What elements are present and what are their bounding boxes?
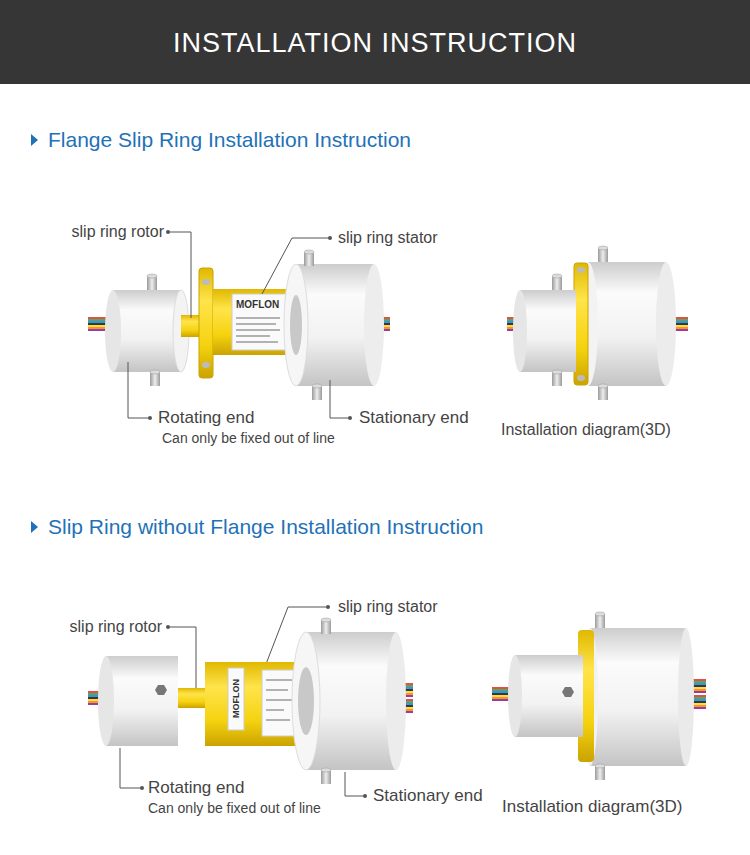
section-heading: Slip Ring without Flange Installation In…: [48, 515, 483, 539]
screw: [150, 370, 160, 386]
screw: [321, 768, 331, 784]
screw: [598, 384, 608, 400]
bore-hole: [290, 295, 302, 355]
screw: [598, 246, 608, 262]
part-name: slip ring stator: [338, 597, 438, 617]
flange-plate: [199, 268, 213, 378]
part-name: Rotating end: [148, 778, 244, 798]
note: Can only be fixed out of line: [148, 799, 321, 817]
screw: [312, 384, 322, 400]
slip-ring-body: [205, 662, 300, 746]
rotating-end-body: [520, 290, 576, 372]
cylinder-face: [292, 632, 320, 770]
flange-3d-view: [507, 246, 688, 400]
stationary-end-body: [590, 628, 686, 766]
no-flange-exploded-view: [88, 618, 413, 784]
view-caption: Installation diagram(3D): [502, 797, 682, 817]
cylinder-face: [284, 264, 308, 386]
brand-mark: MOFLON: [231, 675, 242, 723]
bore-hole: [298, 667, 314, 735]
flange-bolt: [577, 267, 585, 273]
rotating-end-body: [113, 290, 181, 372]
cylinder-face: [513, 290, 527, 372]
cylinder-face: [98, 656, 114, 746]
cylinder-face: [364, 264, 384, 386]
screw: [552, 274, 562, 290]
note: Can only be fixed out of line: [162, 429, 335, 447]
part-name: slip ring stator: [338, 228, 438, 248]
rotating-end-body: [515, 655, 583, 737]
product-label: [232, 294, 286, 350]
label-print: [266, 680, 292, 720]
section-marker: [31, 521, 38, 533]
header-band: [0, 0, 750, 84]
screw: [595, 764, 605, 780]
stationary-end-body: [588, 262, 666, 386]
section-marker: [31, 134, 38, 146]
flange-bolt: [202, 362, 210, 368]
part-name: Stationary end: [359, 408, 469, 428]
flange-bolt: [577, 375, 585, 381]
cylinder-face: [508, 655, 522, 737]
hex-hole: [562, 687, 574, 697]
screw: [321, 618, 331, 634]
hex-hole: [155, 685, 167, 695]
cylinder-face: [656, 262, 676, 386]
slip-ring-body: [213, 289, 291, 355]
product-label: [228, 668, 244, 730]
view-caption: Installation diagram(3D): [501, 420, 671, 440]
no-flange-3d-view: [492, 612, 706, 780]
part-name: Stationary end: [373, 786, 483, 806]
label-print: [236, 318, 280, 342]
part-name: Rotating end: [158, 408, 254, 428]
flange-plate: [574, 263, 588, 385]
screw: [304, 250, 314, 266]
rotor-shaft: [178, 688, 206, 708]
part-name: slip ring rotor: [72, 222, 164, 242]
flange-exploded-view: [88, 250, 390, 400]
cylinder-face: [386, 632, 406, 770]
rotating-end-body: [106, 656, 178, 746]
product-label: [262, 670, 296, 736]
brand-mark: MOFLON: [236, 299, 279, 311]
cylinder-face: [678, 628, 694, 766]
screw: [552, 370, 562, 386]
screw: [595, 612, 605, 628]
part-name: slip ring rotor: [70, 617, 162, 637]
page-title: INSTALLATION INSTRUCTION: [0, 27, 750, 59]
section-heading: Flange Slip Ring Installation Instructio…: [48, 128, 411, 152]
flange-bolt: [202, 279, 210, 285]
screw: [147, 274, 157, 290]
cylinder-face: [105, 290, 121, 372]
